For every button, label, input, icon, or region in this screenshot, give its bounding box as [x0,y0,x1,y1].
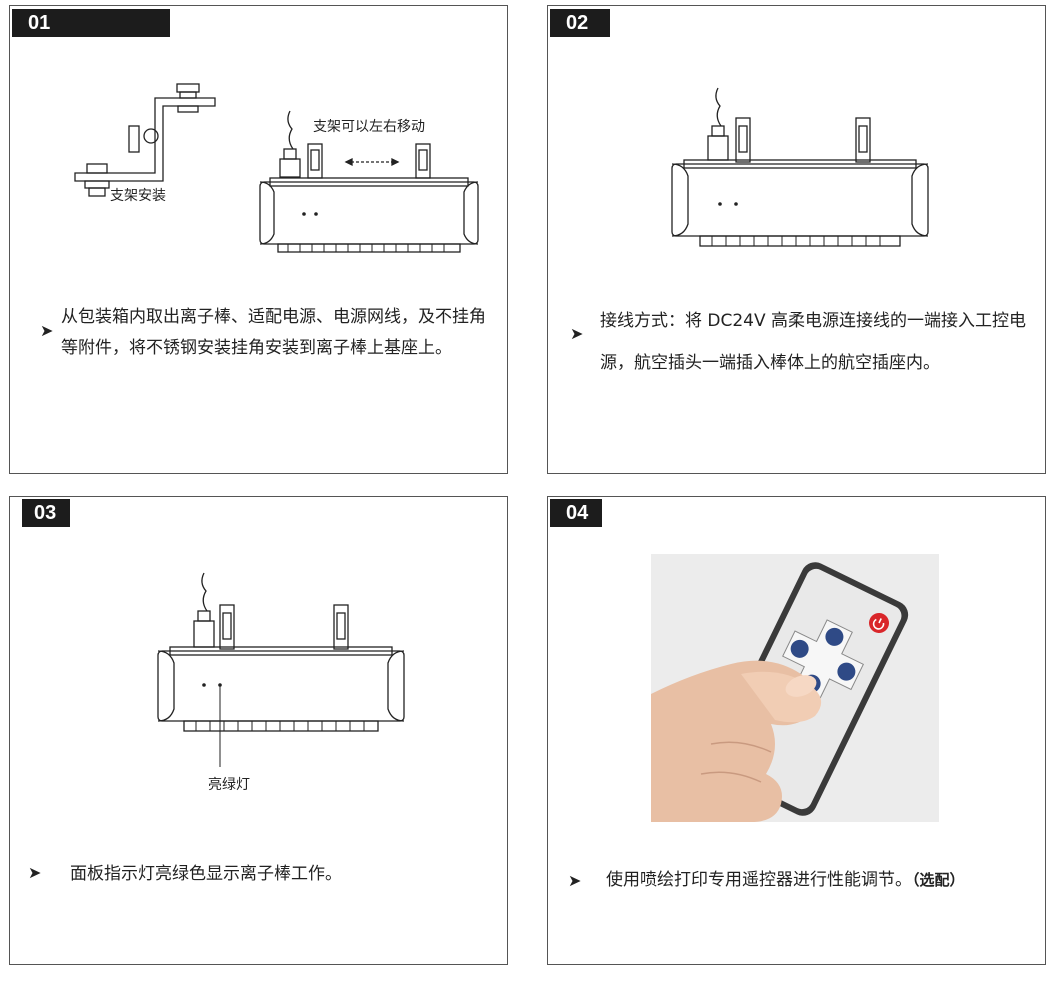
step-number-badge: 04 [550,499,602,527]
power-icon [872,618,885,630]
ion-bar-illustration [259,110,479,253]
remote-control-photo [651,554,939,822]
optional-suffix: （选配） [912,871,965,889]
arrow-bullet-icon: ➤ [28,863,42,882]
move-caption: 支架可以左右移动 [313,119,425,135]
step-number-badge: 02 [550,9,610,37]
step-number-badge: 03 [22,499,70,527]
step-text: 接线方式：将 DC24V 高柔电源连接线的一端接入工控电源，航空插头一端插入棒体… [600,311,1027,373]
step-panel-1: 01 支架安装 支架可以左右移动 [9,5,508,474]
arrow-bullet-icon: ➤ [570,324,584,343]
step-text: 使用喷绘打印专用遥控器进行性能调节。（选配） [606,865,1036,896]
ion-bar-illustration [671,87,929,247]
arrow-bullet-icon: ➤ [568,871,582,890]
bracket-illustration: 支架安装 [74,83,216,204]
step-number-badge: 01 [12,9,170,37]
step-panel-3: 03 [9,496,508,965]
step-text: 面板指示灯亮绿色显示离子棒工作。 [70,864,342,884]
step-panel-4: 04 ➤ 使用喷绘打印专用遥控器进行性能调节。（选配） [547,496,1046,965]
step-text-main: 使用喷绘打印专用遥控器进行性能调节。 [606,870,912,890]
arrow-bullet-icon: ➤ [40,321,54,340]
ion-bar-illustration [157,572,405,767]
led-caption: 亮绿灯 [208,777,250,793]
step-panel-2: 02 ➤ 接线 [547,5,1046,474]
bracket-caption: 支架安装 [110,188,166,204]
step-text: 从包装箱内取出离子棒、适配电源、电源网线，及不挂角等附件，将不锈钢安装挂角安装到… [61,307,486,358]
